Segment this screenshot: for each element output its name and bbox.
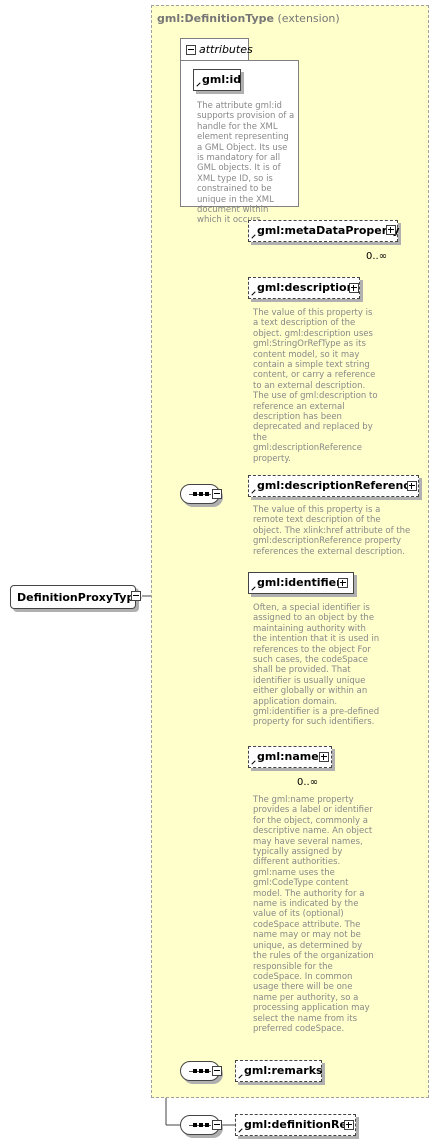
- name-desc: The gml:name property provides a label o…: [253, 795, 374, 1034]
- collapse-icon[interactable]: [212, 489, 222, 499]
- identifier-desc: Often, a special identifier is assigned …: [253, 603, 380, 728]
- collapse-icon[interactable]: [212, 1120, 222, 1130]
- sequence-dot: [193, 1069, 197, 1073]
- expand-icon[interactable]: [407, 481, 417, 491]
- extension-title: gml:DefinitionType (extension): [157, 12, 340, 25]
- sequence-dot: [193, 1123, 197, 1127]
- sequence-dot: [199, 492, 203, 496]
- reference-icon: [251, 234, 256, 239]
- element-description-reference[interactable]: gml:descriptionReference: [248, 475, 419, 497]
- element-definition-ref[interactable]: gml:definitionRef: [235, 1114, 356, 1136]
- element-name[interactable]: gml:name: [248, 746, 332, 768]
- element-metadata-property[interactable]: gml:metaDataProperty: [248, 220, 400, 242]
- expand-icon[interactable]: [338, 578, 348, 588]
- reference-icon: [251, 586, 256, 591]
- attributes-label: attributes: [199, 43, 253, 56]
- element-identifier[interactable]: gml:identifier: [248, 572, 354, 594]
- attribute-gml-id[interactable]: gml:id: [193, 69, 241, 91]
- sequence-dot: [193, 492, 197, 496]
- collapse-icon[interactable]: [131, 591, 141, 601]
- reference-icon: [196, 82, 201, 87]
- attributes-tab[interactable]: attributes: [180, 38, 253, 61]
- expand-icon[interactable]: [386, 225, 396, 235]
- sequence-compositor[interactable]: [180, 484, 220, 504]
- expand-icon[interactable]: [349, 283, 359, 293]
- reference-icon: [251, 489, 256, 494]
- sequence-dot: [199, 1123, 203, 1127]
- collapse-icon[interactable]: [186, 45, 196, 55]
- element-remarks[interactable]: gml:remarks: [235, 1060, 323, 1082]
- sequence-dot: [199, 1069, 203, 1073]
- reference-icon: [238, 1128, 243, 1133]
- reference-icon: [251, 291, 256, 296]
- root-element[interactable]: DefinitionProxyType: [10, 585, 142, 609]
- collapse-icon[interactable]: [212, 1066, 222, 1076]
- description-reference-desc: The value of this property is a remote t…: [253, 505, 411, 557]
- reference-icon: [251, 760, 256, 765]
- cardinality-label: 0..∞: [297, 777, 319, 788]
- reference-icon: [238, 1074, 243, 1079]
- attribute-gml-id-desc: The attribute gml:id supports provision …: [197, 101, 295, 226]
- description-desc: The value of this property is a text des…: [253, 308, 378, 464]
- expand-icon[interactable]: [344, 1120, 354, 1130]
- element-description[interactable]: gml:description: [248, 277, 360, 299]
- cardinality-label: 0..∞: [366, 251, 388, 262]
- sequence-dot: [205, 1123, 209, 1127]
- sequence-dot: [205, 1069, 209, 1073]
- sequence-dot: [205, 492, 209, 496]
- expand-icon[interactable]: [319, 752, 329, 762]
